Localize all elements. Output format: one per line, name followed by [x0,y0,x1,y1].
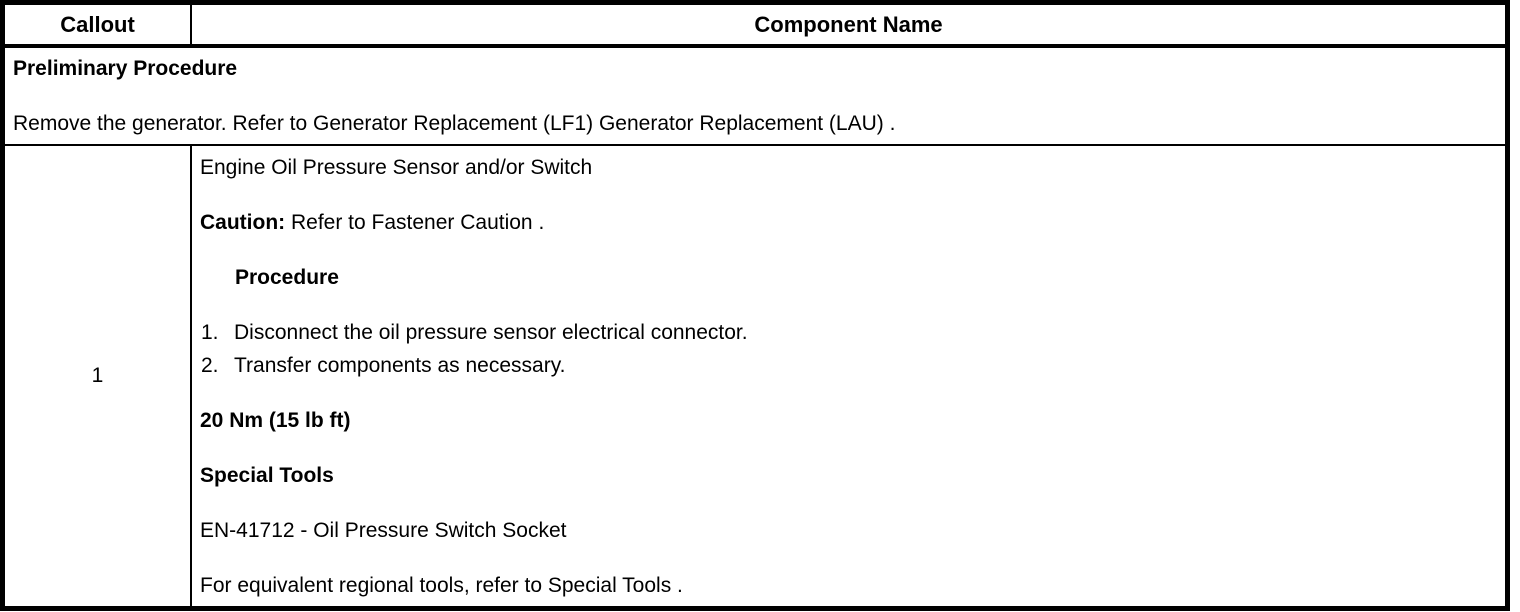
callout-column-header: Callout [5,5,192,44]
caution-note: Caution: Refer to Fastener Caution . [200,206,1495,239]
procedure-steps-list: 1. Disconnect the oil pressure sensor el… [200,316,1495,382]
torque-spec: 20 Nm (15 lb ft) [200,409,351,432]
procedure-heading: Procedure [235,266,339,289]
preliminary-procedure-row: Preliminary Procedure Remove the generat… [5,48,1505,146]
component-name-cell: Engine Oil Pressure Sensor and/or Switch… [192,146,1505,606]
caution-text: Refer to Fastener Caution . [285,211,545,234]
component-row: 1 Engine Oil Pressure Sensor and/or Swit… [5,146,1505,606]
component-name-column-header: Component Name [754,11,943,37]
preliminary-procedure-instruction: Remove the generator. Refer to Generator… [13,112,896,135]
step-number: 1. [201,321,219,344]
component-title: Engine Oil Pressure Sensor and/or Switch [200,156,593,179]
step-number: 2. [201,354,219,377]
preliminary-procedure-heading: Preliminary Procedure [13,57,238,80]
special-tool-item: EN-41712 - Oil Pressure Switch Socket [200,519,567,542]
procedure-step: 1. Disconnect the oil pressure sensor el… [200,316,1495,349]
special-tools-heading: Special Tools [200,464,334,487]
step-text: Disconnect the oil pressure sensor elect… [234,321,748,344]
procedure-step: 2. Transfer components as necessary. [200,349,1495,382]
step-text: Transfer components as necessary. [234,354,566,377]
callout-number: 1 [5,146,192,606]
table-header-row: Callout Component Name [5,5,1505,48]
equivalent-tools-note: For equivalent regional tools, refer to … [200,574,683,597]
caution-label: Caution: [200,211,286,234]
